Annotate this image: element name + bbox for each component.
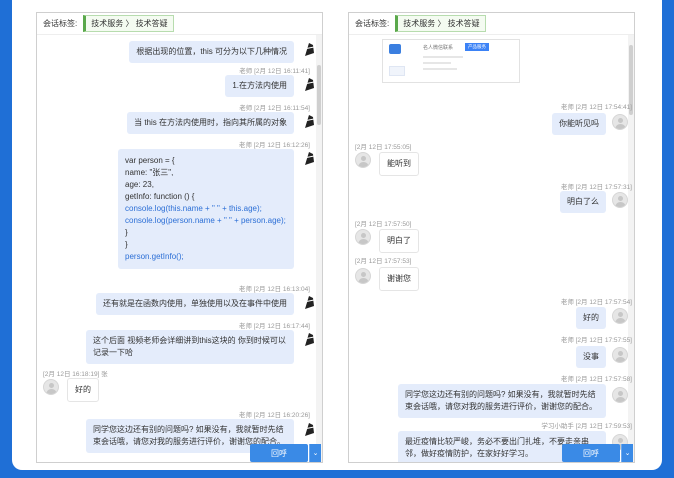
screenshot-thumb bbox=[389, 66, 405, 76]
message-meta: 老师 [2月 12日 16:11:54] bbox=[239, 105, 310, 112]
session-tag-bar: 会话标签: 技术服务 〉 技术答疑 bbox=[349, 13, 634, 35]
teacher-avatar-icon bbox=[303, 78, 315, 91]
code-line: } bbox=[125, 228, 128, 237]
session-tag-chip[interactable]: 技术服务 〉 技术答疑 bbox=[83, 15, 174, 32]
message-line: 束会话哦，请您对我的服务进行评价，谢谢您的配合。 bbox=[93, 437, 285, 446]
screenshot-image[interactable]: 名人微信联系 产品服务 bbox=[382, 39, 520, 83]
code-line: name: "张三", bbox=[125, 168, 174, 177]
message-bubble: 同学您这边还有别的问题吗? 如果没有，我就暂时先结 束会话哦，请您对我的服务进行… bbox=[398, 384, 606, 418]
session-tag-label: 会话标签: bbox=[355, 19, 390, 28]
teacher-avatar bbox=[612, 114, 628, 130]
message-meta: 老师 [2月 12日 16:12:26] bbox=[238, 142, 310, 149]
teacher-avatar-icon bbox=[303, 423, 315, 436]
message-line: 最近疫情比较严峻，务必不要出门扎堆，不要走亲串 bbox=[405, 437, 589, 446]
teacher-avatar-icon bbox=[303, 333, 315, 346]
student-avatar bbox=[355, 229, 371, 245]
session-tag-bar: 会话标签: 技术服务 〉 技术答疑 bbox=[37, 13, 322, 35]
code-line: } bbox=[125, 240, 128, 249]
message-bubble: 这个后面 视频老师会详细讲到this这块的 你到时候可以 记录一下哈 bbox=[86, 330, 294, 364]
message-bubble: 明白了么 bbox=[560, 191, 606, 213]
message-line: 束会话哦，请您对我的服务进行评价，谢谢您的配合。 bbox=[405, 402, 597, 411]
code-message-bubble: var person = { name: "张三", age: 23, getI… bbox=[118, 149, 294, 269]
teacher-avatar bbox=[612, 387, 628, 403]
message-meta: [2月 12日 17:57:53] bbox=[355, 258, 412, 265]
message-line: 邻，做好疫情防护，在家好好学习。 bbox=[405, 449, 533, 458]
message-bubble: 谢谢您 bbox=[379, 267, 419, 291]
message-bubble: 好的 bbox=[67, 378, 99, 402]
code-line: person.getInfo(); bbox=[125, 252, 184, 261]
teacher-avatar bbox=[612, 192, 628, 208]
scrollbar[interactable] bbox=[628, 35, 634, 462]
message-bubble: 1.在方法内使用 bbox=[225, 75, 294, 97]
teacher-avatar-icon bbox=[303, 43, 315, 56]
message-meta: [2月 12日 17:55:05] bbox=[355, 144, 412, 151]
callback-button[interactable]: 回呼 bbox=[562, 444, 620, 462]
text-placeholder bbox=[423, 62, 451, 64]
message-meta: 老师 [2月 12日 16:11:41] bbox=[239, 68, 310, 75]
message-bubble: 当 this 在方法内使用时，指向其所属的对象 bbox=[127, 112, 294, 134]
scrollbar-thumb[interactable] bbox=[317, 65, 321, 125]
chat-panel-left: 会话标签: 技术服务 〉 技术答疑 根据出现的位置，this 可分为以下几种情况… bbox=[36, 12, 323, 463]
app-icon bbox=[389, 44, 401, 54]
scrollbar-thumb[interactable] bbox=[629, 45, 633, 115]
message-meta: 老师 [2月 12日 16:20:26] bbox=[238, 412, 310, 419]
message-bubble: 你能听见吗 bbox=[552, 113, 606, 135]
message-list[interactable]: 根据出现的位置，this 可分为以下几种情况 老师 [2月 12日 16:11:… bbox=[37, 35, 322, 462]
message-bubble: 能听到 bbox=[379, 152, 419, 176]
code-line: console.log(this.name + " " + this.age); bbox=[125, 204, 262, 213]
callback-dropdown-icon[interactable]: ⌄ bbox=[621, 444, 633, 462]
message-line: 同学您这边还有别的问题吗? 如果没有，我就暂时先结 bbox=[93, 425, 284, 434]
session-tag-label: 会话标签: bbox=[43, 19, 78, 28]
message-meta: [2月 12日 17:57:50] bbox=[355, 221, 412, 228]
message-meta: 学习小助手 [2月 12日 17:59:53] bbox=[541, 423, 632, 430]
message-line: 记录一下哈 bbox=[93, 348, 133, 357]
teacher-avatar bbox=[612, 347, 628, 363]
screenshot-button: 产品服务 bbox=[465, 43, 489, 51]
message-meta: [2月 12日 16:18:19] 张 bbox=[43, 371, 108, 378]
callback-button[interactable]: 回呼 bbox=[250, 444, 308, 462]
message-line: 同学您这边还有别的问题吗? 如果没有，我就暂时先结 bbox=[405, 390, 596, 399]
session-tag-chip[interactable]: 技术服务 〉 技术答疑 bbox=[395, 15, 486, 32]
message-meta: 老师 [2月 12日 17:57:31] bbox=[560, 184, 632, 191]
message-list[interactable]: 名人微信联系 产品服务 老师 [2月 12日 17:54:41] 你能听见吗 [… bbox=[349, 35, 634, 462]
scrollbar[interactable] bbox=[316, 35, 322, 462]
code-line: console.log(person.name + " " + person.a… bbox=[125, 216, 286, 225]
message-line: 这个后面 视频老师会详细讲到this这块的 你到时候可以 bbox=[93, 336, 286, 345]
message-meta: 老师 [2月 12日 16:13:04] bbox=[238, 286, 310, 293]
message-meta: 老师 [2月 12日 17:57:55] bbox=[560, 337, 632, 344]
message-bubble: 没事 bbox=[576, 346, 606, 368]
message-meta: 老师 [2月 12日 17:54:41] bbox=[560, 104, 632, 111]
message-bubble: 好的 bbox=[576, 307, 606, 329]
teacher-avatar-icon bbox=[303, 152, 315, 165]
message-bubble: 明白了 bbox=[379, 229, 419, 253]
student-avatar bbox=[43, 379, 59, 395]
code-line: age: 23, bbox=[125, 180, 154, 189]
teacher-avatar-icon bbox=[303, 115, 315, 128]
text-placeholder bbox=[423, 68, 457, 70]
screenshot-title: 名人微信联系 bbox=[423, 45, 454, 51]
message-meta: 老师 [2月 12日 17:57:54] bbox=[560, 299, 632, 306]
message-bubble: 还有就是在函数内使用，单独使用以及在事件中使用 bbox=[96, 293, 294, 315]
message-bubble: 根据出现的位置，this 可分为以下几种情况 bbox=[129, 41, 294, 63]
message-meta: 老师 [2月 12日 16:17:44] bbox=[238, 323, 310, 330]
teacher-avatar bbox=[612, 308, 628, 324]
code-line: getInfo: function () { bbox=[125, 192, 195, 201]
message-meta: 老师 [2月 12日 17:57:58] bbox=[560, 376, 632, 383]
callback-dropdown-icon[interactable]: ⌄ bbox=[309, 444, 321, 462]
teacher-avatar-icon bbox=[303, 296, 315, 309]
student-avatar bbox=[355, 268, 371, 284]
student-avatar bbox=[355, 152, 371, 168]
chat-panel-right: 会话标签: 技术服务 〉 技术答疑 名人微信联系 产品服务 老师 [2月 12日… bbox=[348, 12, 635, 463]
text-placeholder bbox=[423, 56, 463, 58]
code-line: var person = { bbox=[125, 156, 175, 165]
